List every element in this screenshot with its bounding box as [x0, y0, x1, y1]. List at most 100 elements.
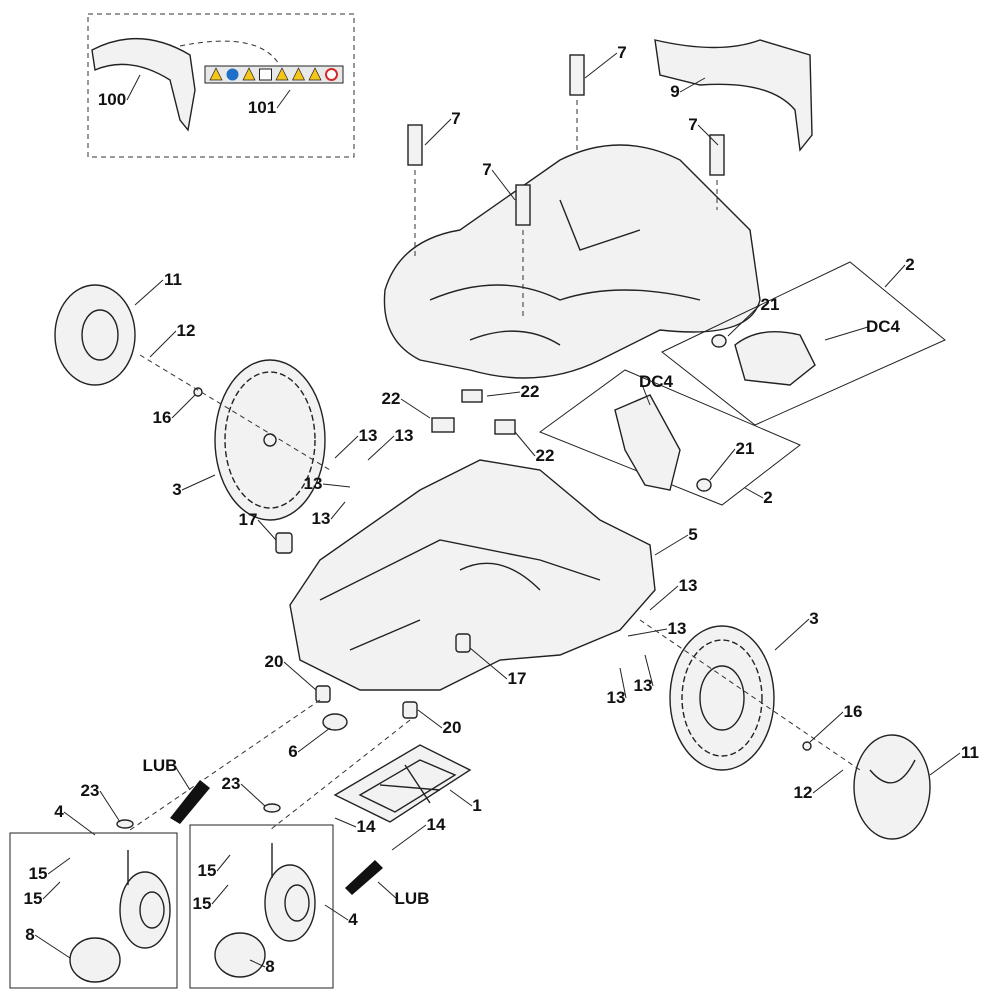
callout-8: 8 — [265, 957, 274, 976]
leader-line — [697, 124, 719, 146]
callout-14: 14 — [357, 817, 376, 836]
leader-line — [63, 811, 96, 836]
callout-13: 13 — [668, 619, 687, 638]
part-22-pad — [494, 419, 516, 435]
callout-13: 13 — [634, 676, 653, 695]
callout-5: 5 — [688, 525, 697, 544]
callout-9: 9 — [670, 82, 679, 101]
part-3-wheel-right — [669, 625, 775, 771]
callout-dc4: DC4 — [866, 317, 901, 336]
caster-left — [69, 819, 171, 983]
callout-22: 22 — [521, 382, 540, 401]
leader-line — [929, 752, 961, 776]
motor-detail-box-rear — [661, 261, 946, 426]
lub-tube-right — [345, 860, 383, 895]
callout-20: 20 — [443, 718, 462, 737]
read-manual-icon — [226, 68, 239, 81]
callout-7: 7 — [451, 109, 460, 128]
spring-pins — [407, 54, 725, 226]
callout-23: 23 — [222, 774, 241, 793]
warning-icon — [209, 67, 223, 81]
callout-101: 101 — [248, 98, 276, 117]
leader-line — [640, 381, 651, 406]
callout-21: 21 — [736, 439, 755, 458]
callout-3: 3 — [172, 480, 181, 499]
leader-line — [417, 709, 443, 729]
part-101-warning-label — [204, 65, 344, 84]
leader-line — [486, 391, 521, 397]
callout-6: 6 — [288, 742, 297, 761]
leader-line — [297, 727, 331, 753]
caster-detail-box-left — [9, 832, 178, 989]
leader-line — [709, 448, 736, 481]
warning-icon — [275, 67, 289, 81]
no-riding-icon — [325, 68, 338, 81]
leader-line — [824, 326, 869, 341]
callout-11: 11 — [164, 270, 182, 289]
leader-lines — [34, 52, 961, 968]
callout-16: 16 — [153, 408, 172, 427]
leader-line — [334, 435, 359, 459]
part-1-cover — [333, 744, 472, 823]
leader-line — [391, 824, 427, 851]
callout-22: 22 — [536, 446, 555, 465]
callout-17: 17 — [508, 669, 527, 688]
callout-13: 13 — [607, 688, 626, 707]
callout-8: 8 — [25, 925, 34, 944]
part-100-handle-end — [91, 37, 196, 132]
callout-dc4: DC4 — [639, 372, 674, 391]
leader-line — [134, 279, 164, 306]
leader-line — [283, 661, 317, 691]
part-17-bumper-right — [455, 633, 471, 653]
leader-line — [649, 585, 679, 611]
callout-13: 13 — [679, 576, 698, 595]
callout-12: 12 — [177, 321, 196, 340]
callout-4: 4 — [348, 910, 358, 929]
leader-line — [181, 474, 216, 491]
warning-icons — [209, 67, 338, 81]
leader-line — [491, 169, 516, 201]
leader-line — [34, 934, 71, 959]
callout-7: 7 — [688, 115, 697, 134]
leader-line — [644, 654, 654, 687]
lub-tube-left — [170, 780, 210, 824]
caster-right — [214, 803, 316, 978]
leader-line — [334, 817, 357, 828]
leader-line — [42, 881, 61, 900]
part-20-foot — [402, 701, 418, 719]
leader-line — [654, 534, 689, 556]
leader-line — [99, 790, 121, 823]
part-5-lower-chassis — [289, 459, 656, 691]
callout-16: 16 — [844, 702, 863, 721]
leader-line — [330, 501, 346, 520]
part-3-wheel-left — [214, 359, 326, 521]
distance-icon — [259, 68, 272, 81]
warning-icon — [308, 67, 322, 81]
callout-2: 2 — [905, 255, 914, 274]
leader-line — [47, 857, 71, 875]
callout-21: 21 — [761, 295, 780, 314]
part-22-pad — [431, 417, 455, 433]
upper-chassis — [383, 144, 761, 379]
leader-line — [424, 118, 452, 146]
part-17-bumper-left — [275, 532, 293, 554]
part-20-foot — [315, 685, 331, 703]
leader-line — [276, 89, 291, 109]
callout-11: 11 — [961, 743, 979, 762]
callout-17: 17 — [239, 510, 258, 529]
callout-1: 1 — [472, 796, 481, 815]
leader-line — [249, 959, 266, 968]
callout-15: 15 — [193, 894, 212, 913]
callout-22: 22 — [382, 389, 401, 408]
leader-line — [171, 394, 196, 419]
part-22-pad — [461, 389, 483, 403]
leader-line — [809, 711, 844, 743]
leader-line — [584, 52, 618, 79]
callout-12: 12 — [794, 783, 813, 802]
leader-line — [211, 884, 229, 905]
leader-line — [149, 330, 177, 358]
caster-detail-box-right — [189, 824, 334, 989]
callout-13: 13 — [312, 509, 331, 528]
